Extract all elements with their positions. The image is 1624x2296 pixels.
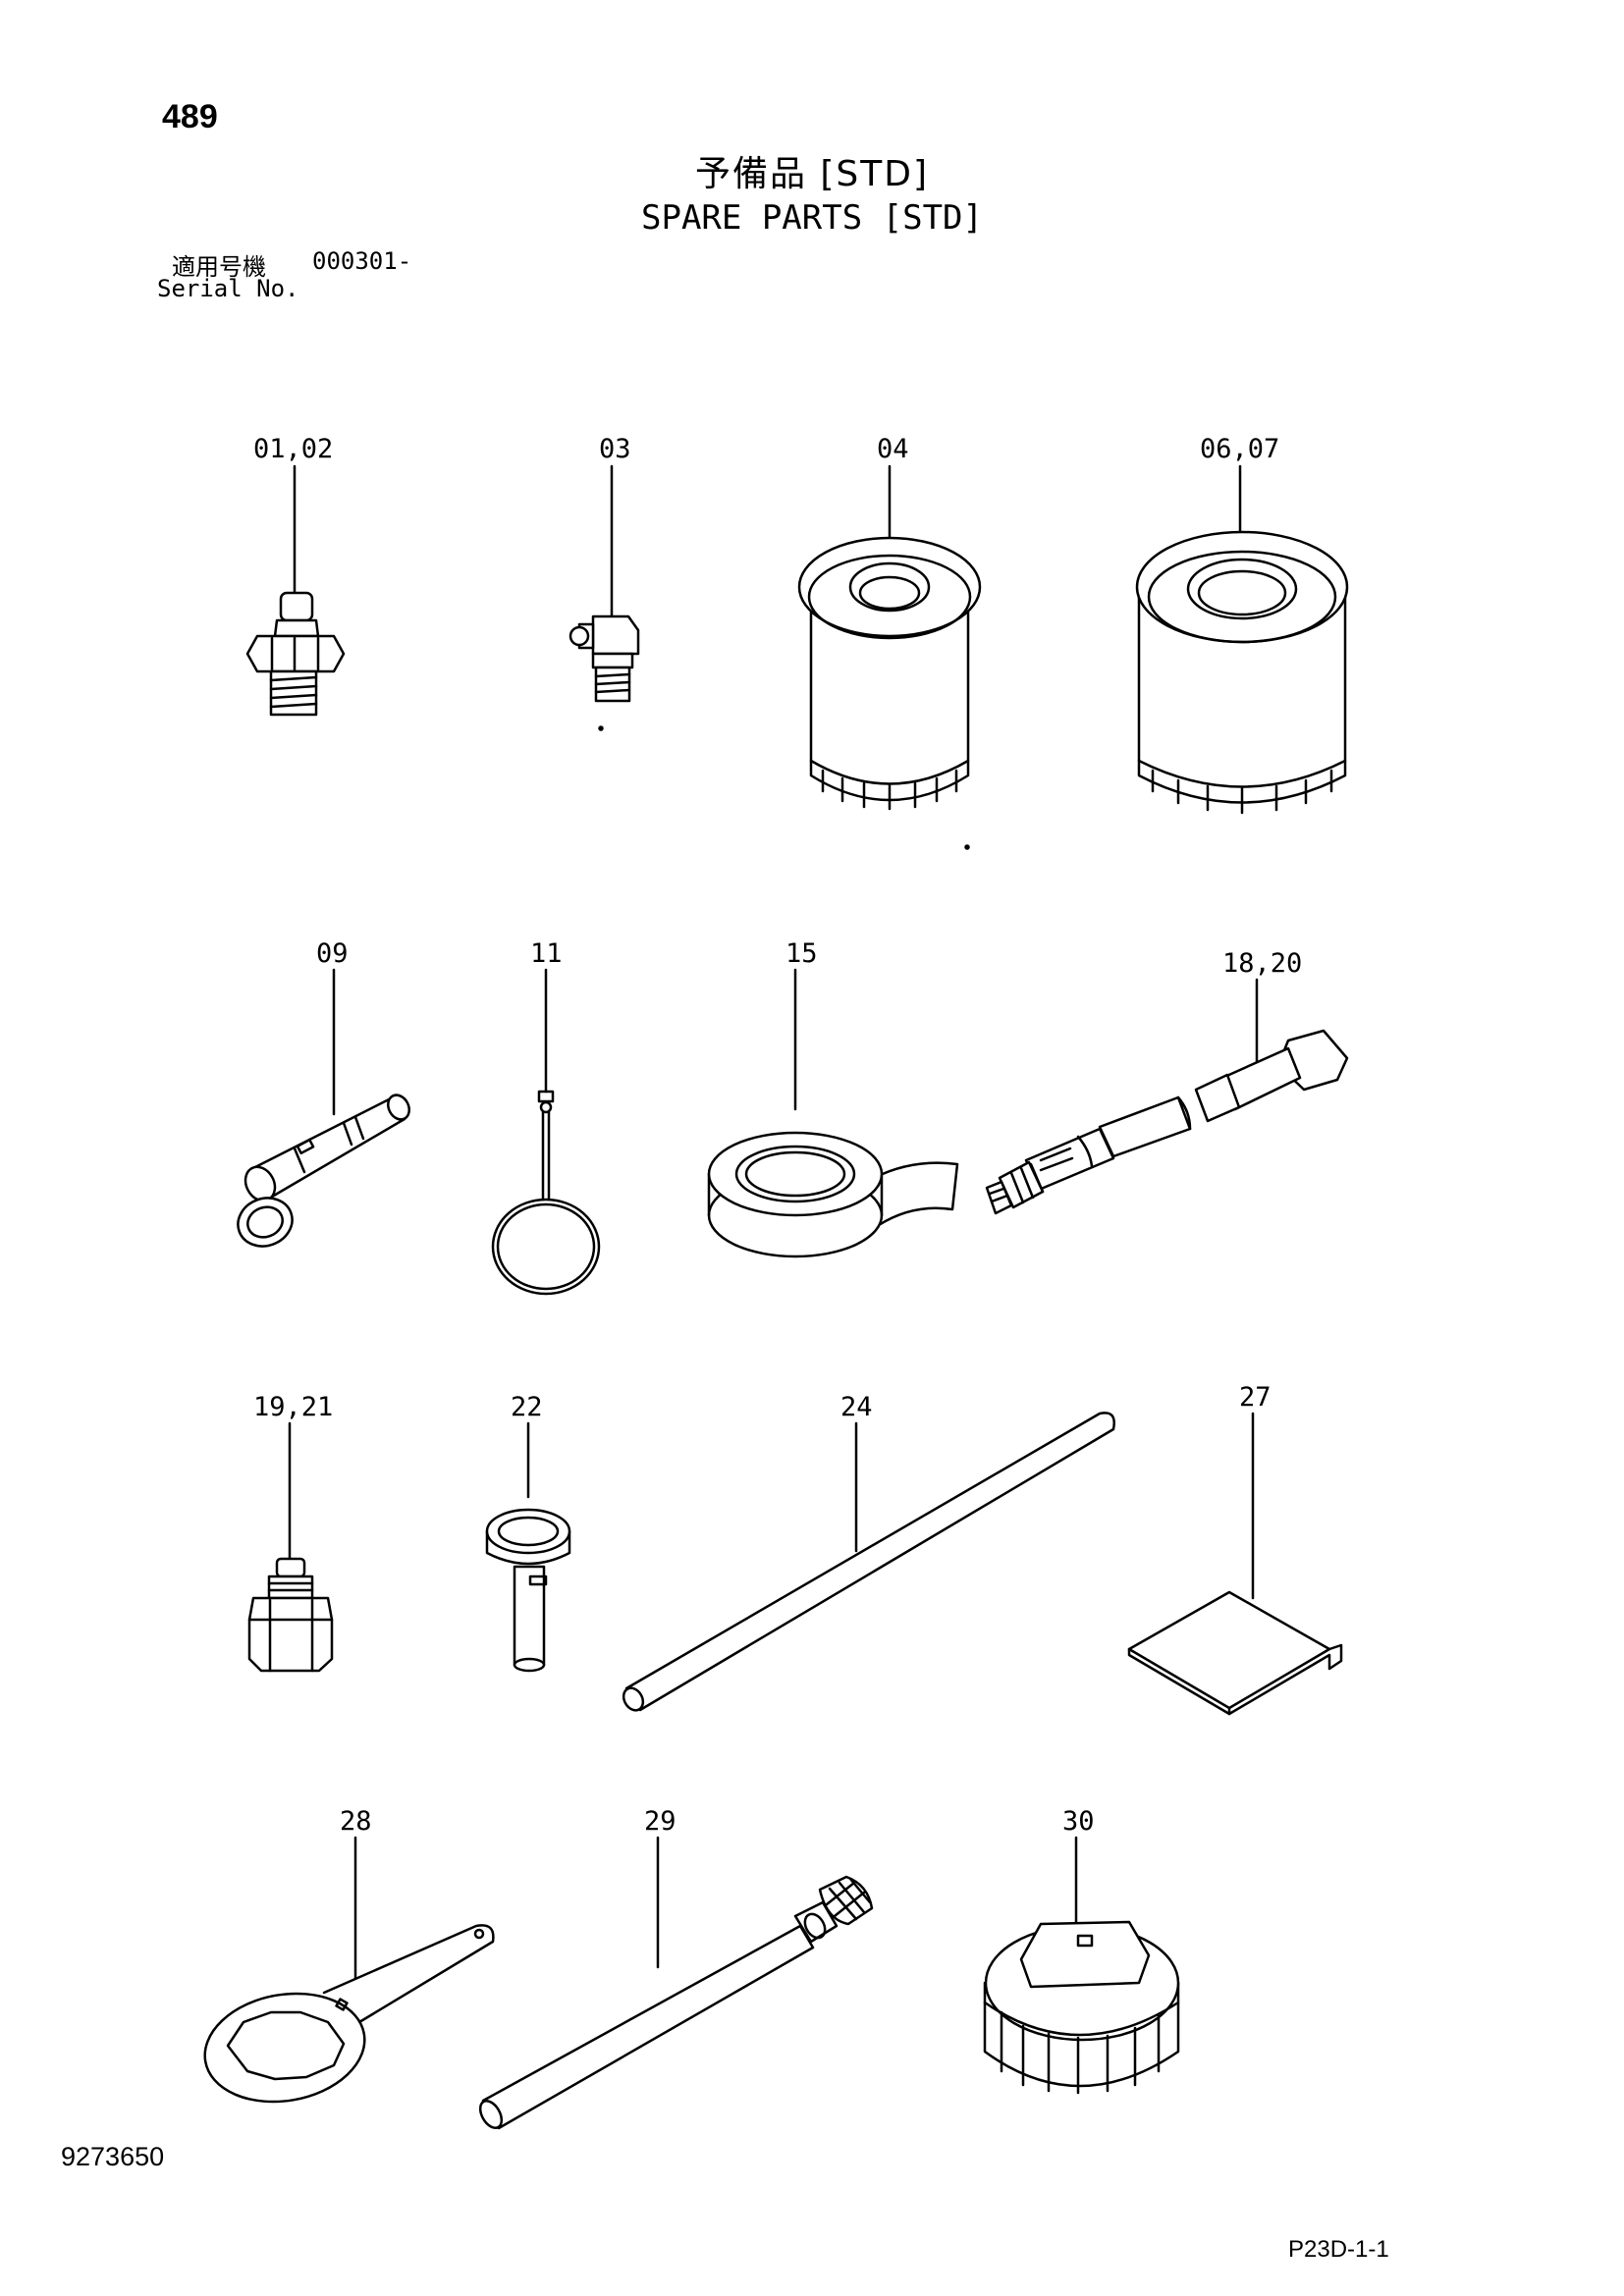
- part-11-o-ring[interactable]: 11: [491, 938, 601, 1296]
- part-09-pin-with-ring[interactable]: 09: [231, 938, 412, 1254]
- serial-range-value: 000301-: [312, 247, 412, 275]
- part-04-filter-element[interactable]: 04: [797, 434, 982, 850]
- callout-11: 11: [530, 938, 563, 969]
- callout-09: 09: [316, 938, 349, 969]
- part-28-ring-wrench[interactable]: 28: [196, 1806, 495, 2113]
- callout-01-02: 01,02: [253, 434, 333, 464]
- callout-22: 22: [511, 1392, 543, 1422]
- serial-label-japanese: 適用号機: [172, 253, 266, 281]
- callout-03: 03: [599, 434, 631, 464]
- serial-label-english: Serial No.: [157, 275, 299, 302]
- callout-24: 24: [840, 1392, 873, 1422]
- part-22-collar-pin[interactable]: 22: [485, 1392, 571, 1673]
- part-01-02-grease-nipple[interactable]: 01,02: [245, 434, 346, 717]
- callout-15: 15: [785, 938, 818, 969]
- part-30-filter-wrench-cup[interactable]: 30: [983, 1806, 1180, 2095]
- part-24-rod[interactable]: 24: [620, 1392, 1115, 1714]
- part-18-20-hose[interactable]: 18,20: [985, 948, 1349, 1215]
- callout-19-21: 19,21: [253, 1392, 333, 1422]
- drawing-number: 9273650: [61, 2142, 165, 2171]
- callout-06-07: 06,07: [1200, 434, 1279, 464]
- part-29-handle-bar[interactable]: 29: [476, 1806, 874, 2131]
- callout-18-20: 18,20: [1222, 948, 1302, 979]
- callout-28: 28: [340, 1806, 372, 1837]
- callout-27: 27: [1239, 1382, 1272, 1413]
- sheet-code: P23D-1-1: [1288, 2236, 1389, 2263]
- part-19-21-adapter[interactable]: 19,21: [247, 1392, 333, 1673]
- page-title-japanese: 予備品 [STD]: [694, 154, 930, 194]
- callout-04: 04: [877, 434, 909, 464]
- page-number: 489: [162, 98, 218, 135]
- page-title-english: SPARE PARTS [STD]: [641, 198, 983, 238]
- part-27-plate[interactable]: 27: [1127, 1382, 1343, 1716]
- callout-30: 30: [1062, 1806, 1095, 1837]
- part-15-seal-tape[interactable]: 15: [707, 938, 959, 1258]
- part-06-07-filter-element[interactable]: 06,07: [1135, 434, 1349, 815]
- part-03-elbow-grease-nipple[interactable]: 03: [568, 434, 640, 731]
- callout-29: 29: [644, 1806, 677, 1837]
